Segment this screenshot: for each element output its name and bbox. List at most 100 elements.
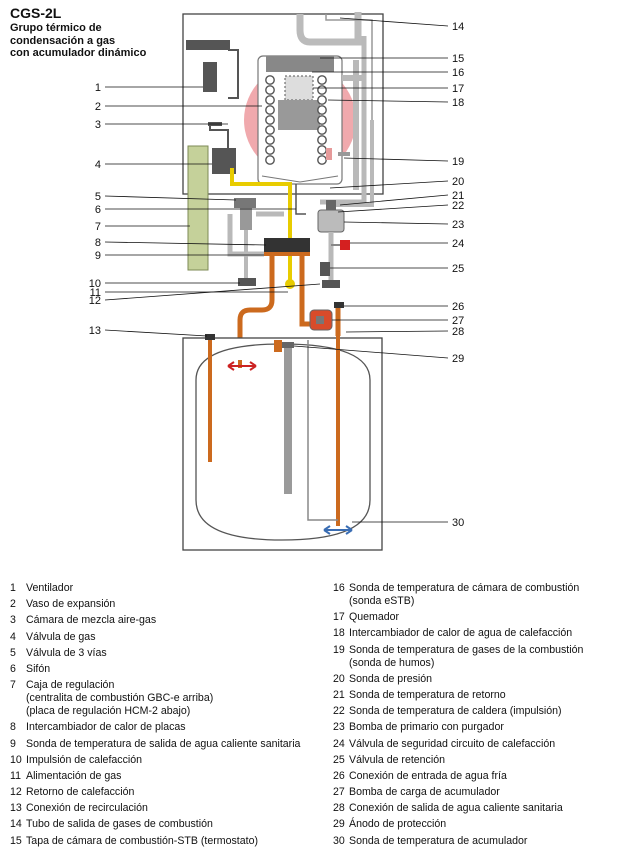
legend-text-block: Bomba de carga de acumulador bbox=[349, 786, 623, 799]
legend-text-block: Alimentación de gas bbox=[26, 770, 320, 783]
callout-27: 27 bbox=[452, 315, 464, 327]
legend-number: 4 bbox=[10, 630, 16, 643]
legend-number: 27 bbox=[333, 786, 345, 799]
leader-line-5 bbox=[104, 195, 237, 201]
legend-label: Sonda de presión bbox=[349, 672, 433, 685]
legend-label: Conexión de entrada de agua fría bbox=[349, 769, 507, 782]
check-valve bbox=[320, 262, 330, 276]
callout-13: 13 bbox=[89, 325, 101, 337]
legend-text-block: Sonda de temperatura de salida de agua c… bbox=[26, 738, 320, 751]
leader-line-18 bbox=[327, 99, 449, 103]
coil-turn bbox=[317, 105, 327, 115]
legend-label: Tubo de salida de gases de combustión bbox=[26, 818, 213, 831]
legend-label: Vaso de expansión bbox=[26, 598, 116, 611]
control-box bbox=[187, 145, 209, 271]
callout-3: 3 bbox=[95, 119, 101, 131]
subtitle-line-2: condensación a gas bbox=[10, 34, 116, 47]
boiler-schematic: 1234567891011121314151617181920212223242… bbox=[89, 12, 464, 551]
callout-8: 8 bbox=[95, 237, 101, 249]
callout-10: 10 bbox=[89, 278, 101, 290]
legend-label: Conexión de recirculación bbox=[26, 802, 148, 815]
legend-number: 3 bbox=[10, 614, 16, 627]
legend-text-block: Válvula de seguridad circuito de calefac… bbox=[349, 738, 623, 751]
leader-line-19 bbox=[343, 157, 449, 162]
legend-number: 23 bbox=[333, 721, 345, 734]
legend-number: 18 bbox=[333, 627, 345, 640]
recirculation-connection bbox=[205, 334, 215, 340]
legend-number: 16 bbox=[333, 582, 345, 594]
legend-label: Impulsión de calefacción bbox=[26, 753, 143, 766]
legend-text-block: Ánodo de protección bbox=[349, 818, 623, 831]
legend-label: Válvula de 3 vías bbox=[26, 646, 107, 659]
leader-line-28 bbox=[345, 330, 449, 333]
legend-item: 9 Sonda de temperatura de salida de agua … bbox=[10, 738, 320, 751]
legend-item: 4 Válvula de gas bbox=[10, 631, 320, 644]
legend-item: 26 Conexión de entrada de agua fría bbox=[333, 770, 623, 783]
heat-exchanger-coils-right bbox=[317, 75, 327, 165]
coil-turn bbox=[265, 105, 275, 115]
callout-15: 15 bbox=[452, 53, 464, 65]
legend-text-block: Bomba de primario con purgador bbox=[349, 721, 623, 734]
legend-number: 26 bbox=[333, 769, 345, 782]
model-title: CGS-2L bbox=[10, 5, 62, 21]
leader-line-21 bbox=[339, 194, 449, 206]
callout-16: 16 bbox=[452, 67, 464, 79]
legend-sublabel: (sonda de humos) bbox=[349, 656, 435, 669]
storage-tank bbox=[195, 343, 371, 541]
coil-turn bbox=[265, 145, 275, 155]
legend-label: Caja de regulación bbox=[26, 679, 115, 692]
legend-number: 30 bbox=[333, 834, 345, 847]
coil-turn bbox=[317, 125, 327, 135]
legend-label: Ventilador bbox=[26, 582, 74, 594]
callout-28: 28 bbox=[452, 326, 464, 338]
callout-30: 30 bbox=[452, 517, 464, 529]
coil-turn bbox=[265, 155, 275, 165]
legend-text-block: Tapa de cámara de combustión-STB (termos… bbox=[26, 835, 320, 848]
legend-item: 13 Conexión de recirculación bbox=[10, 802, 320, 815]
legend-label: Sonda de temperatura de retorno bbox=[349, 688, 506, 701]
callout-11: 11 bbox=[90, 287, 101, 299]
legend-item: 28 Conexión de salida de agua caliente sa… bbox=[333, 802, 623, 815]
heating-flow-connection bbox=[238, 278, 256, 286]
legend-text-block: Sonda de temperatura de retorno bbox=[349, 689, 623, 702]
coil-turn bbox=[265, 75, 275, 85]
coil-turn bbox=[317, 145, 327, 155]
legend-number: 9 bbox=[10, 737, 16, 750]
flue-gas-tube bbox=[296, 12, 362, 46]
legend-label: Válvula de gas bbox=[26, 630, 96, 643]
legend-number: 25 bbox=[333, 753, 345, 766]
legend-text-block: Sonda de temperatura de caldera (impulsi… bbox=[349, 705, 623, 718]
legend-number: 13 bbox=[10, 802, 22, 815]
protection-anode bbox=[284, 346, 292, 494]
legend-label: Sifón bbox=[26, 662, 51, 675]
legend-text-block: Cámara de mezcla aire-gas bbox=[26, 614, 320, 627]
coil-turn bbox=[265, 85, 275, 95]
callout-25: 25 bbox=[452, 263, 464, 275]
legend-number: 28 bbox=[333, 802, 345, 815]
dhw-outlet-pipe bbox=[237, 256, 275, 360]
callout-24: 24 bbox=[452, 238, 464, 250]
heating-return-connection bbox=[322, 280, 340, 288]
coil-turn bbox=[317, 115, 327, 125]
legend-text-block: Impulsión de calefacción bbox=[26, 754, 320, 767]
coil-turn bbox=[265, 95, 275, 105]
safety-valve bbox=[340, 240, 350, 250]
legend-text-block: Sonda de presión bbox=[349, 673, 623, 686]
legend-label: Quemador bbox=[349, 611, 400, 624]
legend-text-block: Válvula de 3 vías bbox=[26, 647, 320, 660]
legend-text-block: Válvula de gas bbox=[26, 631, 320, 644]
callout-4: 4 bbox=[95, 159, 101, 171]
callout-26: 26 bbox=[452, 301, 464, 313]
legend-text-block: Conexión de salida de agua caliente sani… bbox=[349, 802, 623, 815]
legend-number: 6 bbox=[10, 662, 16, 675]
legend-text-block: Válvula de retención bbox=[349, 754, 623, 767]
legend-label: Intercambiador de calor de placas bbox=[26, 721, 186, 734]
